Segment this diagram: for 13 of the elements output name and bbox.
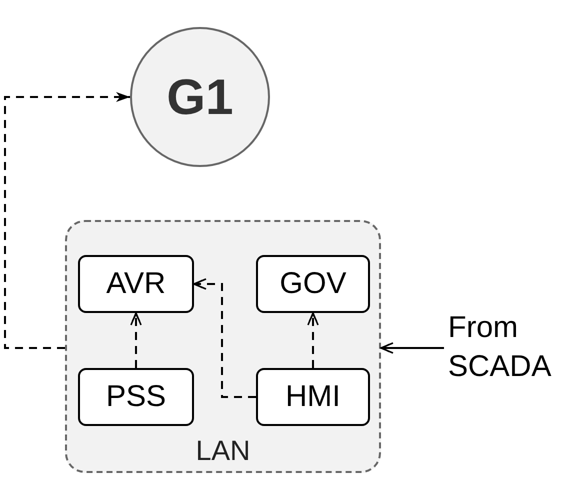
- node-label: AVR: [106, 267, 166, 301]
- lan-group-box: [65, 220, 381, 473]
- node-label: PSS: [106, 380, 166, 414]
- node-label: HMI: [286, 380, 340, 414]
- group-label: LAN: [194, 435, 252, 467]
- node-label: G1: [166, 68, 234, 126]
- arrow: [4, 92, 130, 349]
- source-label: From SCADA: [448, 308, 581, 392]
- controller-box: [256, 368, 370, 426]
- controller-box: [256, 255, 370, 313]
- controller-box: [78, 368, 194, 426]
- node-label: GOV: [280, 267, 346, 301]
- controller-box: [78, 255, 194, 313]
